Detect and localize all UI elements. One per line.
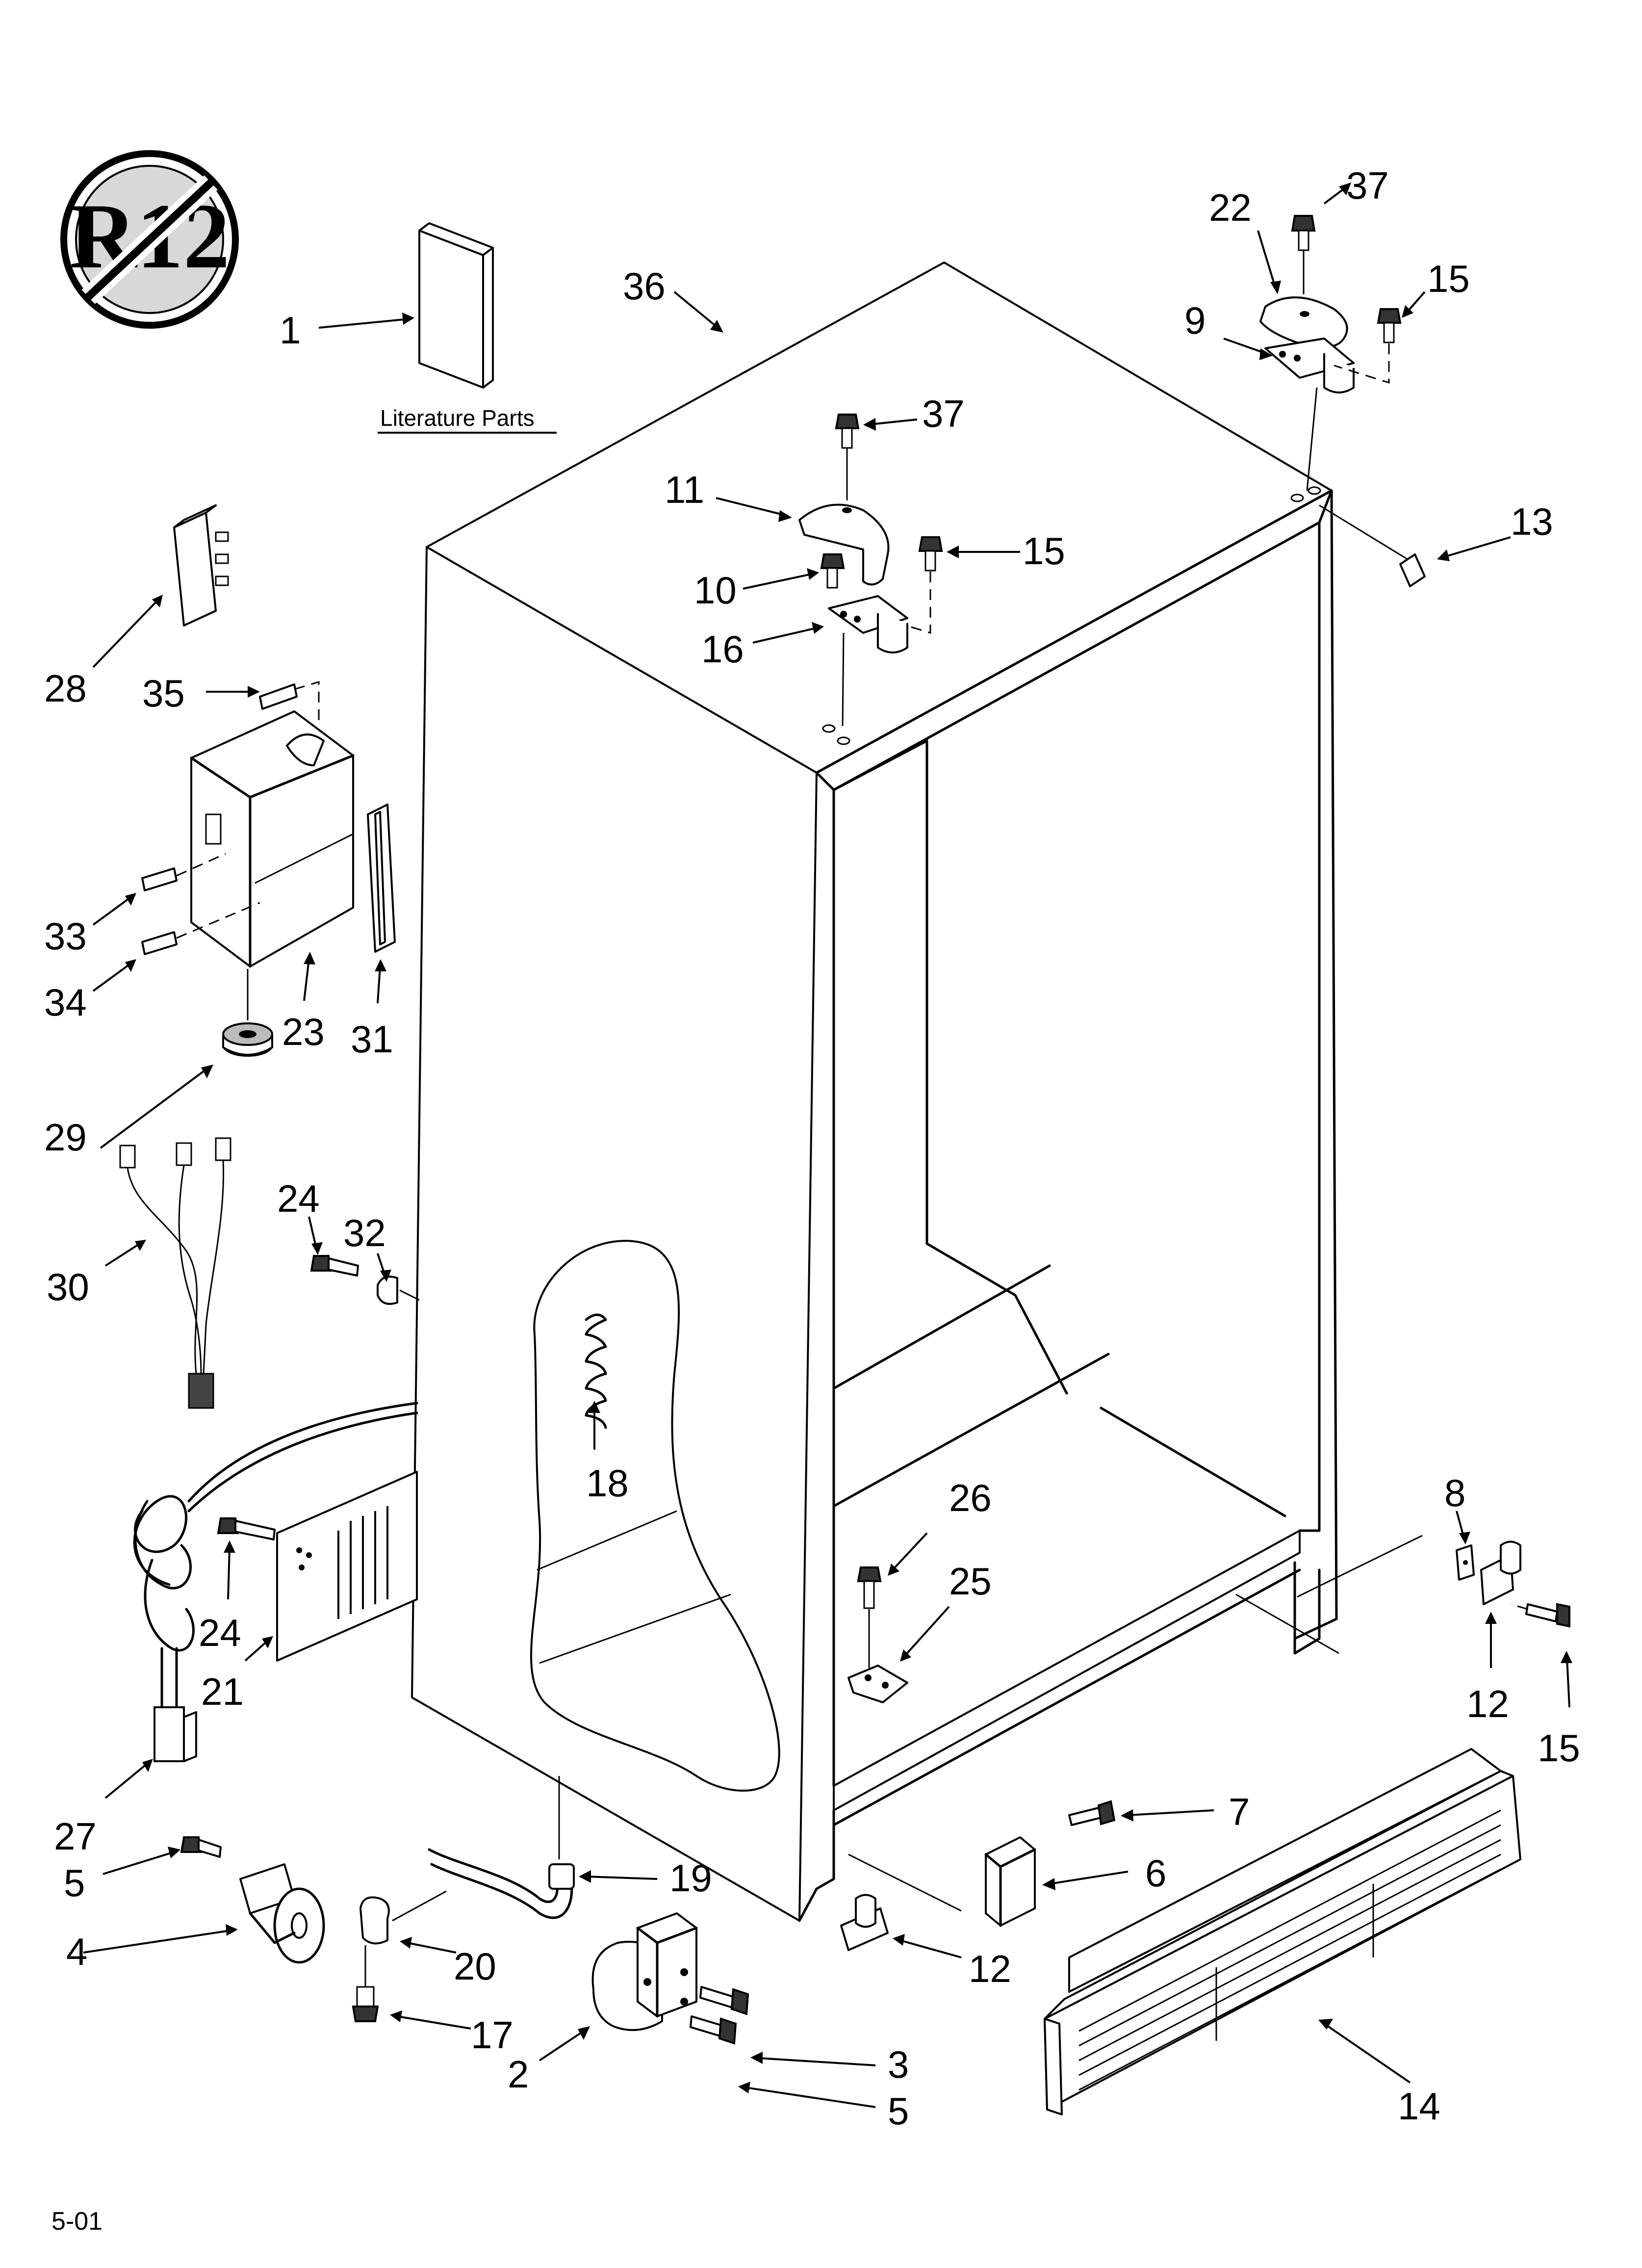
- callout-31: 31: [351, 1017, 393, 1061]
- callout-18: 18: [586, 1461, 629, 1505]
- callout-2: 2: [508, 2053, 529, 2096]
- screw-5-right: [690, 2015, 737, 2045]
- callout-9: 9: [1184, 299, 1206, 342]
- screw-15-center: [918, 536, 943, 572]
- callout-29: 29: [44, 1116, 87, 1159]
- callout-16: 16: [701, 627, 744, 671]
- literature-label: Literature Parts: [380, 405, 534, 431]
- callout-35: 35: [142, 672, 185, 715]
- compressor-bracket-21: [276, 1471, 418, 1662]
- screw-17: [352, 1986, 379, 2022]
- callout-15-top: 15: [1427, 257, 1470, 300]
- clip-32: [377, 1276, 398, 1305]
- callout-37-center: 37: [922, 392, 965, 435]
- center-hinge-bracket: [828, 595, 908, 653]
- callout-30: 30: [47, 1265, 89, 1308]
- callout-37-top: 37: [1346, 164, 1389, 207]
- screw-7: [1068, 1800, 1116, 1826]
- toe-grille-14: [1044, 1748, 1521, 2115]
- callout-21: 21: [201, 1670, 244, 1713]
- screw-10: [820, 553, 845, 589]
- screw-37-center: [835, 414, 860, 449]
- callout-6: 6: [1145, 1851, 1166, 1895]
- callout-12-right: 12: [1466, 1682, 1509, 1725]
- callout-5-left: 5: [64, 1861, 85, 1904]
- callout-25: 25: [949, 1560, 992, 1603]
- screw-34: [141, 931, 178, 955]
- screw-35: [259, 683, 298, 710]
- screw-37-top: [1291, 215, 1316, 251]
- callout-7: 7: [1229, 1790, 1250, 1833]
- callout-11: 11: [665, 468, 704, 511]
- screw-5-left: [180, 1836, 222, 1858]
- screw-3: [699, 1986, 749, 2015]
- screw-33: [141, 867, 178, 891]
- screw-24-upper: [310, 1255, 359, 1277]
- callout-33: 33: [44, 914, 87, 958]
- hinge-block-2: [591, 1912, 698, 2031]
- knob-29: [222, 1022, 273, 1057]
- shim-8: [1456, 1544, 1475, 1581]
- leveling-bracket-25: [847, 1665, 908, 1703]
- callout-5-right: 5: [888, 2089, 909, 2133]
- bottom-hinge-12-center: [840, 1894, 889, 1951]
- callout-26: 26: [949, 1476, 992, 1519]
- revision-label: 5-01: [51, 2207, 103, 2236]
- no-r12-badge: R12: [60, 150, 239, 329]
- callout-8: 8: [1444, 1471, 1465, 1514]
- roller-4: [239, 1863, 325, 1964]
- callout-23: 23: [282, 1010, 325, 1053]
- bracket-6: [984, 1836, 1036, 1927]
- control-box-23: [190, 710, 355, 968]
- callout-22: 22: [1209, 186, 1252, 229]
- screw-15-top: [1377, 308, 1402, 343]
- drain-tube-19: [428, 1848, 575, 1919]
- top-hinge-cover: [1259, 296, 1348, 348]
- callout-27: 27: [54, 1815, 97, 1858]
- callout-1: 1: [280, 309, 301, 352]
- cabinet-shell: [411, 261, 1338, 1922]
- screw-15-lower: [1525, 1603, 1570, 1628]
- callout-15-center: 15: [1023, 529, 1065, 573]
- literature-parts-booklet: [418, 222, 494, 389]
- screw-26: [857, 1566, 882, 1609]
- callout-17: 17: [471, 2013, 513, 2057]
- bracket-31: [367, 804, 396, 953]
- callout-14: 14: [1398, 2085, 1440, 2128]
- callout-10: 10: [694, 569, 737, 612]
- callout-15-lower: 15: [1538, 1726, 1580, 1770]
- bottom-hinge-12-right: [1480, 1540, 1521, 1605]
- power-cord-27: [133, 1402, 418, 1762]
- hinge-pin-13: [1399, 553, 1426, 587]
- screw-24-lower: [217, 1517, 276, 1540]
- clip-20: [359, 1896, 390, 1945]
- callout-34: 34: [44, 981, 87, 1024]
- callout-28: 28: [44, 667, 87, 710]
- center-hinge-cover: [798, 503, 890, 586]
- callout-20: 20: [454, 1945, 496, 1988]
- callout-4: 4: [66, 1930, 87, 1973]
- callout-3: 3: [888, 2043, 909, 2086]
- upper-hinge-bracket: [1264, 338, 1355, 393]
- callout-32: 32: [343, 1211, 386, 1254]
- callout-19: 19: [669, 1856, 712, 1900]
- callout-24-lower: 24: [199, 1611, 241, 1654]
- callout-24-upper: 24: [277, 1177, 320, 1220]
- callout-36: 36: [623, 264, 666, 308]
- callout-13: 13: [1511, 500, 1553, 543]
- callout-12-center: 12: [969, 1947, 1011, 1990]
- relay-28: [173, 504, 229, 626]
- wire-harness-30: [119, 1137, 231, 1409]
